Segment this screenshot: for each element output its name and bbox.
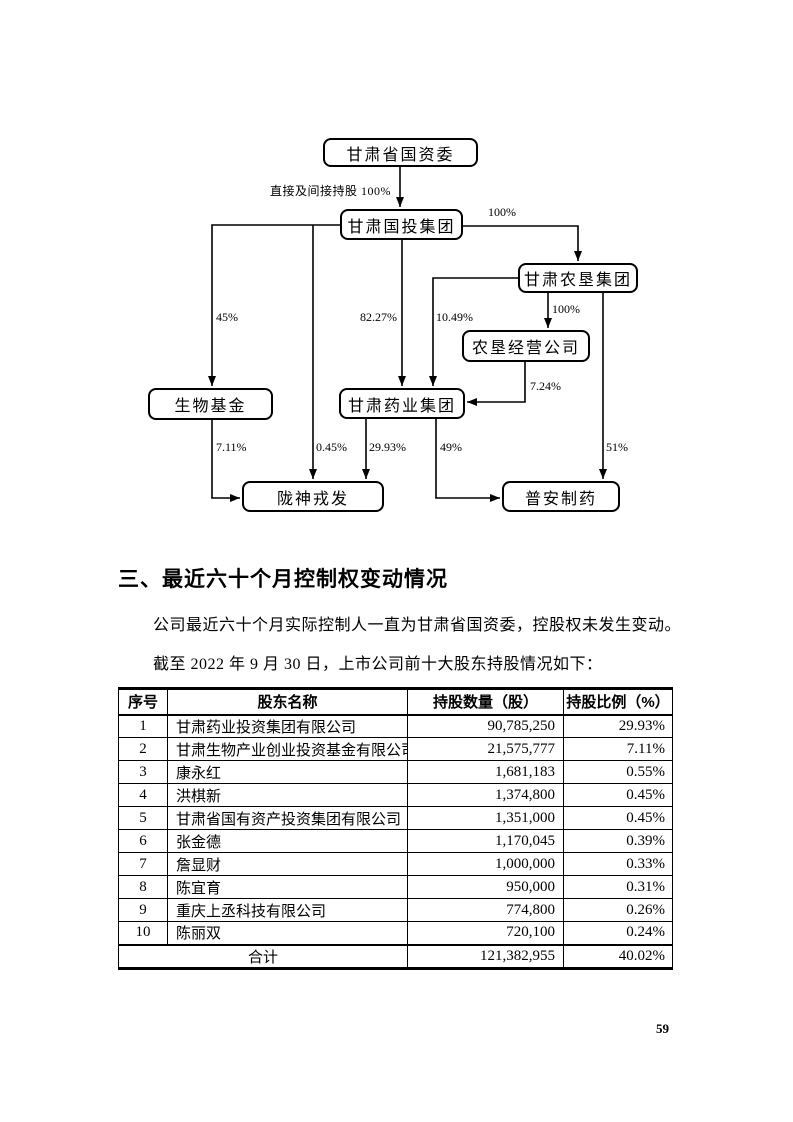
table-row: 3 康永红 1,681,183 0.55% (118, 760, 673, 784)
cell-share-percentage: 0.33% (563, 852, 673, 876)
header-shareholder-name: 股东名称 (167, 688, 408, 716)
cell-shareholder-name: 洪棋新 (167, 783, 408, 807)
node-gansu-guotou-group: 甘肃国投集团 (340, 209, 463, 240)
cell-total-label: 合计 (118, 943, 408, 968)
cell-share-percentage: 0.55% (563, 760, 673, 784)
page-number: 59 (656, 1021, 669, 1036)
cell-share-percentage: 0.26% (563, 898, 673, 922)
node-biology-fund: 生物基金 (148, 388, 273, 420)
cell-shareholder-name: 张金德 (167, 829, 408, 853)
edge-label-nongken-pazy-51: 51% (606, 440, 628, 454)
table-row: 9 重庆上丞科技有限公司 774,800 0.26% (118, 898, 673, 922)
shareholder-table-body: 1 甘肃药业投资集团有限公司 90,785,250 29.93% 2 甘肃生物产… (118, 714, 673, 968)
cell-index: 10 (118, 921, 168, 945)
edge-label-nongken-nkjy-100: 100% (552, 302, 580, 316)
cell-share-percentage: 0.24% (563, 921, 673, 945)
cell-shareholder-name: 甘肃生物产业创业投资基金有限公司 (167, 737, 408, 761)
total-row: 合计 121,382,955 40.02% (118, 943, 673, 968)
edge-label-swjj-lsrf-711: 7.11% (216, 440, 247, 454)
paragraph-control-change: 公司最近六十个月实际控制人一直为甘肃省国资委，控股权未发生变动。 (153, 617, 682, 634)
cell-share-quantity: 1,000,000 (407, 852, 564, 876)
cell-share-percentage: 0.45% (563, 783, 673, 807)
cell-index: 5 (118, 806, 168, 830)
cell-shareholder-name: 詹显财 (167, 852, 408, 876)
cell-share-quantity: 720,100 (407, 921, 564, 945)
table-row: 6 张金德 1,170,045 0.39% (118, 829, 673, 853)
node-nongken-operating-company: 农垦经营公司 (462, 330, 590, 362)
cell-share-quantity: 1,374,800 (407, 783, 564, 807)
table-row: 4 洪棋新 1,374,800 0.45% (118, 783, 673, 807)
cell-shareholder-name: 陈丽双 (167, 921, 408, 945)
edge-label-yaoye-pazy-49: 49% (440, 440, 462, 454)
header-index: 序号 (118, 688, 168, 716)
cell-total-percentage: 40.02% (563, 943, 673, 968)
table-row: 5 甘肃省国有资产投资集团有限公司 1,351,000 0.45% (118, 806, 673, 830)
edge-label-guotou-swjj-45: 45% (216, 310, 238, 324)
table-row: 8 陈宜育 950,000 0.31% (118, 875, 673, 899)
cell-index: 6 (118, 829, 168, 853)
cell-share-quantity: 774,800 (407, 898, 564, 922)
cell-share-quantity: 21,575,777 (407, 737, 564, 761)
cell-shareholder-name: 陈宜育 (167, 875, 408, 899)
cell-share-quantity: 90,785,250 (407, 714, 564, 738)
edge-label-guotou-yaoye-8227: 82.27% (360, 310, 397, 324)
header-share-percentage: 持股比例（%） (563, 688, 673, 716)
cell-share-quantity: 1,170,045 (407, 829, 564, 853)
cell-shareholder-name: 甘肃省国有资产投资集团有限公司 (167, 806, 408, 830)
edge-label-nongken-yaoye-1049: 10.49% (436, 310, 473, 324)
edge-label-guotou-nongken-100: 100% (488, 205, 516, 219)
cell-share-quantity: 950,000 (407, 875, 564, 899)
diagram-connectors (208, 167, 607, 502)
table-row: 10 陈丽双 720,100 0.24% (118, 921, 673, 945)
cell-share-quantity: 1,351,000 (407, 806, 564, 830)
node-gansu-sasac: 甘肃省国资委 (323, 138, 478, 167)
node-longshen-rongfa: 陇神戎发 (242, 481, 384, 512)
cell-index: 4 (118, 783, 168, 807)
edge-label-nkjy-yaoye-724: 7.24% (530, 379, 561, 393)
shareholder-table: 序号 股东名称 持股数量（股） 持股比例（%） 1 甘肃药业投资集团有限公司 9… (118, 687, 673, 970)
edge-label-direct-indirect-100: 直接及间接持股 100% (270, 184, 391, 198)
cell-share-quantity: 1,681,183 (407, 760, 564, 784)
paragraph-table-intro: 截至 2022 年 9 月 30 日，上市公司前十大股东持股情况如下： (153, 656, 603, 673)
edge-label-yaoye-lsrf-2993: 29.93% (369, 440, 406, 454)
cell-index: 7 (118, 852, 168, 876)
cell-share-percentage: 0.39% (563, 829, 673, 853)
header-share-quantity: 持股数量（股） (407, 688, 564, 716)
cell-index: 2 (118, 737, 168, 761)
table-row: 7 詹显财 1,000,000 0.33% (118, 852, 673, 876)
cell-shareholder-name: 甘肃药业投资集团有限公司 (167, 714, 408, 738)
edge-label-guotou-lsrf-045: 0.45% (316, 440, 347, 454)
cell-index: 3 (118, 760, 168, 784)
cell-share-percentage: 0.45% (563, 806, 673, 830)
cell-share-percentage: 0.31% (563, 875, 673, 899)
cell-share-percentage: 29.93% (563, 714, 673, 738)
cell-index: 9 (118, 898, 168, 922)
ownership-structure-diagram: 甘肃省国资委 甘肃国投集团 甘肃农垦集团 农垦经营公司 生物基金 甘肃药业集团 … (0, 0, 793, 545)
cell-shareholder-name: 重庆上丞科技有限公司 (167, 898, 408, 922)
section-heading: 三、最近六十个月控制权变动情况 (118, 568, 448, 591)
table-row: 1 甘肃药业投资集团有限公司 90,785,250 29.93% (118, 714, 673, 738)
cell-shareholder-name: 康永红 (167, 760, 408, 784)
cell-share-percentage: 7.11% (563, 737, 673, 761)
node-puan-pharma: 普安制药 (502, 481, 620, 512)
table-header-row: 序号 股东名称 持股数量（股） 持股比例（%） (118, 688, 673, 716)
node-gansu-pharma-group: 甘肃药业集团 (339, 388, 465, 419)
cell-index: 1 (118, 714, 168, 738)
cell-index: 8 (118, 875, 168, 899)
cell-total-quantity: 121,382,955 (407, 943, 564, 968)
node-gansu-nongken-group: 甘肃农垦集团 (518, 263, 638, 293)
table-row: 2 甘肃生物产业创业投资基金有限公司 21,575,777 7.11% (118, 737, 673, 761)
